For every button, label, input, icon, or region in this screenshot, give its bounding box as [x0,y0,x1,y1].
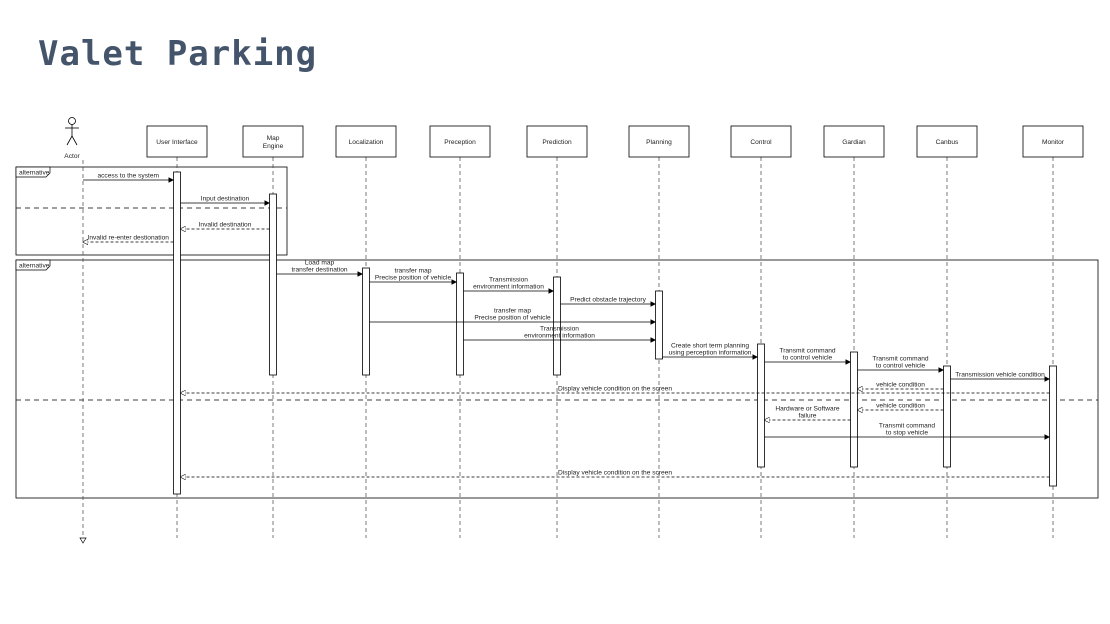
sync-message: Transmission vehicle condition [950,372,1051,382]
lifeline-end-arrow [79,537,87,544]
fragment-label: alternative [19,170,50,177]
participant-label: Planning [646,139,672,146]
message-label: Precise position of vehicle [474,315,551,322]
participant-label: Canbus [936,139,959,146]
reply-message: Display vehicle condition on the screen [181,470,1050,478]
message-label: Display vehicle condition on the screen [558,470,672,477]
fragment-label: alternative [19,263,50,270]
reply-message: vehicle condition [858,382,944,390]
sync-message: access to the system [83,173,175,183]
message-label: to control vehicle [783,355,833,362]
message-label: transfer map [394,268,431,275]
message-label: Predict obstacle trajectory [570,297,647,304]
message-label: Transmit command [779,348,836,355]
reply-message: Display vehicle condition on the screen [181,386,1050,394]
activation-bar [850,351,858,468]
message-label: environment information [524,333,595,340]
participant-pre: Preception [429,125,491,158]
activation-bar [1049,365,1057,487]
message-label: Invalid re-enter destionation [88,235,170,242]
activation-bar [456,272,464,376]
participant-label: Control [750,139,772,146]
activation-bar [362,267,370,376]
activation-bar [757,343,765,468]
message-label: using perception information [669,350,752,357]
message-label: vehicle condition [876,403,925,410]
message-label: Invalid destination [199,222,252,229]
message-label: Precise position of vehicle [375,275,452,282]
message-label: failure [799,413,817,420]
participant-gard: Gardian [823,125,885,158]
actor-label: Actor [64,153,80,160]
message-label: transfer destination [291,267,347,274]
participant-pred: Prediction [526,125,588,158]
message-label: Transmission [489,277,528,284]
message-label: Transmission [540,326,579,333]
message-label: access to the system [97,173,159,180]
message-label: Transmission vehicle condition [955,372,1045,379]
message-label: Transmit command [879,423,936,430]
participant-label: User Interface [156,139,198,146]
participant-label: Prediction [542,139,572,146]
message-label: Hardware or Software [775,406,839,413]
reply-message: Invalid destination [181,222,270,230]
message-label: Load map [305,260,335,267]
participant-ctrl: Control [730,125,792,158]
message-label: to control vehicle [876,363,926,370]
participant-label: Gardian [842,139,866,146]
alt-fragment: alternative [15,259,1099,499]
reply-message: Invalid re-enter destionation [83,235,174,243]
participant-label: Map [267,135,280,142]
message-label: vehicle condition [876,382,925,389]
reply-message: vehicle condition [858,403,944,411]
participant-plan: Planning [628,125,690,158]
message-label: environment information [473,284,544,291]
message-label: Transmit command [872,356,929,363]
message-label: transfer map [494,308,531,315]
participant-label: Preception [444,139,476,146]
message-label: Input destination [201,196,250,203]
actor-figure: Actor [64,117,80,160]
slide-title: Valet Parking [38,34,318,74]
participant-mon: Monitor [1022,125,1084,158]
activation-bar [655,290,663,360]
participant-ui: User Interface [146,125,208,158]
participant-can: Canbus [916,125,978,158]
sync-message: Input destination [180,196,271,206]
message-label: Create short term planning [671,343,749,350]
participant-loc: Localization [335,125,397,158]
activation-bar [943,365,951,468]
activation-bar [173,171,181,495]
alt-fragment: alternative [15,166,288,256]
message-label: Display vehicle condition on the screen [558,386,672,393]
participant-label: Engine [263,143,284,150]
message-label: to stop vehicle [886,430,928,437]
activation-bar [269,193,277,376]
participant-label: Monitor [1042,139,1065,146]
sync-message: Predict obstacle trajectory [560,297,657,307]
participant-label: Localization [349,139,384,146]
activation-bar [553,276,561,376]
